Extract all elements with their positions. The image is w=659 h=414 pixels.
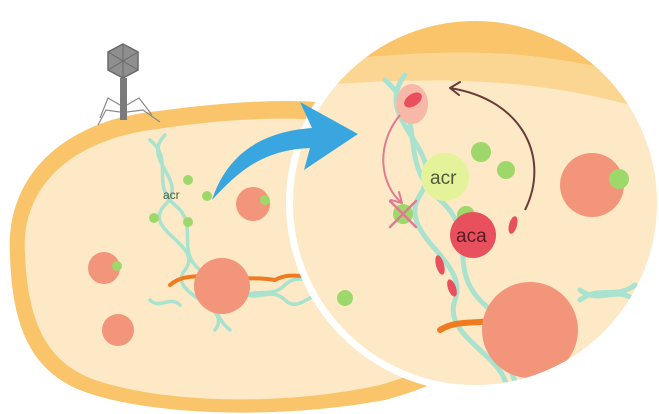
acr-protein-dot [202,191,212,201]
bacteriophage-icon [98,44,160,125]
acr-protein-dot [497,161,515,179]
acr-bound-dot [112,261,122,271]
acr-protein-dot [149,213,159,223]
zoom-acr-label: acr [430,168,457,189]
acr-bound-dot [260,195,270,205]
cell-acr-label: acr [163,188,180,202]
phage-tail [120,78,127,120]
crossed-out-acr-icon [390,201,416,227]
cas-protein [194,258,250,314]
zoom-acr-bound [337,290,353,306]
acr-protein-dot [471,142,491,162]
cas-protein [102,314,134,346]
zoom-acr-bound [609,169,629,189]
acr-protein-dot [183,217,193,227]
zoom-aca-label: aca [456,226,487,247]
acr-protein-dot [183,175,193,185]
